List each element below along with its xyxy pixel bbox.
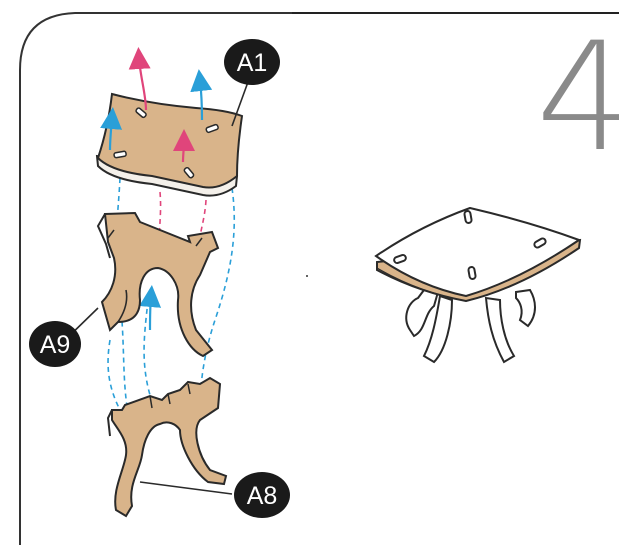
assembled-table (374, 206, 582, 364)
assembly-guide-lines (107, 177, 236, 413)
assembly-arrow-blue-icon (190, 69, 213, 121)
assembly-arrow-pink-icon (172, 129, 195, 163)
assembly-arrow-blue-icon (100, 107, 123, 151)
speck (306, 275, 308, 277)
callout-a9-label: A9 (40, 331, 71, 359)
callout-a8: A8 (234, 472, 290, 518)
step-frame (19, 12, 292, 545)
part-upper-frame (96, 211, 220, 358)
part-lower-frame (106, 376, 228, 518)
part-top-panel (95, 92, 244, 197)
assembly-arrow-pink-icon (128, 47, 151, 111)
callout-a1: A1 (224, 39, 280, 85)
callout-a8-label: A8 (247, 482, 278, 510)
assembly-arrows (100, 47, 213, 331)
callout-a1-label: A1 (237, 49, 268, 77)
step-number: 4 (536, 11, 619, 185)
assembly-arrow-blue-icon (139, 285, 162, 331)
callout-a9: A9 (29, 321, 81, 367)
